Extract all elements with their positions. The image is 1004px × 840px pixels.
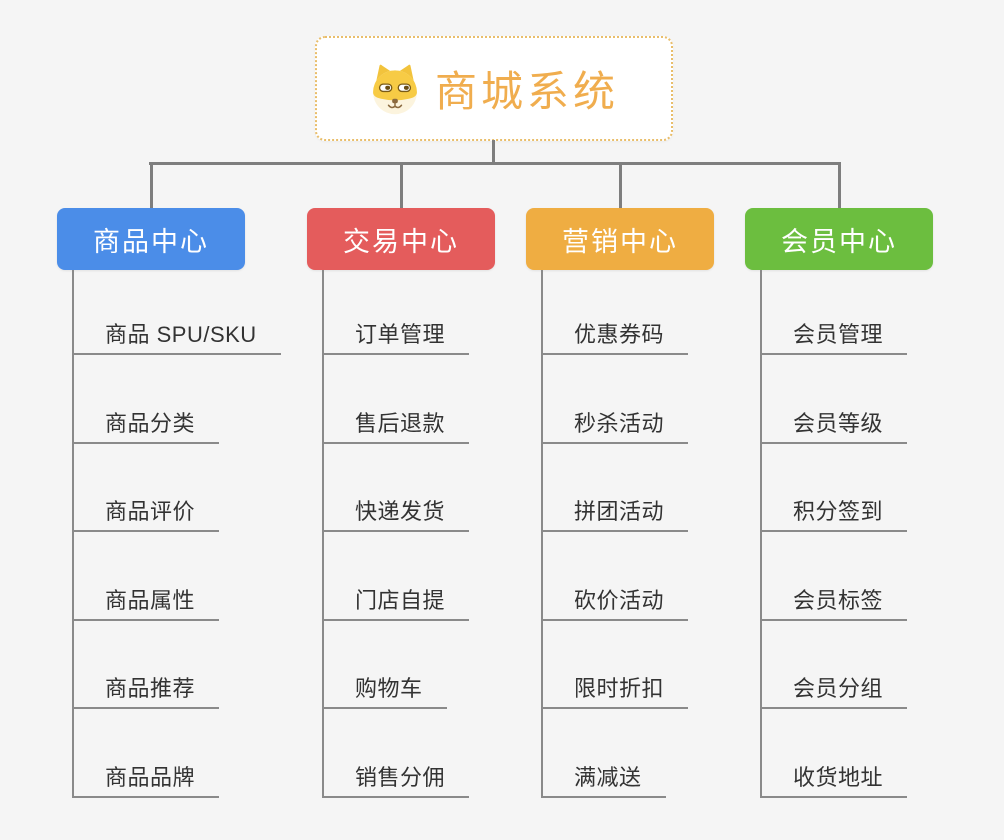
branch-header-label: 营销中心 — [562, 226, 678, 257]
branch-item[interactable]: 商品属性 — [72, 583, 220, 621]
branch-item[interactable]: 限时折扣 — [541, 671, 689, 709]
branch-item[interactable]: 订单管理 — [322, 317, 470, 355]
connector-stub-member-center — [837, 162, 841, 209]
root-title: 商城系统 — [434, 68, 619, 115]
branch-header-label: 交易中心 — [343, 226, 459, 257]
branch-item[interactable]: 商品评价 — [72, 494, 220, 532]
branch-item[interactable]: 会员等级 — [760, 406, 908, 444]
connector-stub-marketing-center — [618, 162, 622, 209]
connector-stub-trade-center — [399, 162, 403, 209]
branch-item[interactable]: 快递发货 — [322, 494, 470, 532]
branch-item[interactable]: 优惠券码 — [541, 317, 689, 355]
branch-item[interactable]: 收货地址 — [760, 760, 908, 798]
branch-item[interactable]: 商品分类 — [72, 406, 220, 444]
branch-item-label: 快递发货 — [355, 499, 446, 524]
doge-icon — [373, 64, 417, 114]
branch-item[interactable]: 销售分佣 — [322, 760, 470, 798]
branch-item-label: 商品推荐 — [105, 676, 196, 701]
branch-item-label: 门店自提 — [355, 588, 446, 613]
branch-item-label: 会员管理 — [793, 322, 884, 347]
branch-item-label: 商品分类 — [105, 411, 196, 436]
branch-item[interactable]: 砍价活动 — [541, 583, 689, 621]
branch-item-label: 商品属性 — [105, 588, 196, 613]
connector-stub-product-center — [149, 162, 153, 209]
branch-item[interactable]: 秒杀活动 — [541, 406, 689, 444]
branch-item-label: 会员分组 — [793, 676, 884, 701]
branch-member-center: 会员中心 会员管理 会员等级 积分签到 会员标签 会员分组 收货地址 — [745, 208, 933, 808]
branch-header-label: 商品中心 — [93, 226, 209, 257]
branch-item[interactable]: 积分签到 — [760, 494, 908, 532]
branch-item-label: 销售分佣 — [355, 765, 446, 790]
root-node[interactable]: 商城系统 — [315, 36, 673, 141]
branch-item[interactable]: 会员标签 — [760, 583, 908, 621]
branch-item[interactable]: 购物车 — [322, 671, 447, 709]
branch-vertical-line — [760, 270, 762, 798]
branch-item[interactable]: 满减送 — [541, 760, 666, 798]
branch-item-label: 收货地址 — [793, 765, 884, 790]
branch-header-trade-center[interactable]: 交易中心 — [307, 208, 495, 270]
branch-header-member-center[interactable]: 会员中心 — [745, 208, 933, 270]
branch-item-label: 秒杀活动 — [574, 411, 665, 436]
branch-item[interactable]: 会员管理 — [760, 317, 908, 355]
connector-horizontal-line — [149, 162, 840, 165]
branch-marketing-center: 营销中心 优惠券码 秒杀活动 拼团活动 砍价活动 限时折扣 满减送 — [526, 208, 714, 808]
branch-product-center: 商品中心 商品 SPU/SKU 商品分类 商品评价 商品属性 商品推荐 商品品牌 — [57, 208, 281, 808]
branch-item-label: 砍价活动 — [574, 588, 665, 613]
branch-item-label: 拼团活动 — [574, 499, 665, 524]
branch-item-label: 限时折扣 — [574, 676, 665, 701]
branch-item[interactable]: 售后退款 — [322, 406, 470, 444]
branch-vertical-line — [541, 270, 543, 798]
branch-item[interactable]: 商品品牌 — [72, 760, 220, 798]
branch-item-label: 订单管理 — [355, 322, 446, 347]
branch-header-label: 会员中心 — [781, 226, 897, 257]
branch-trade-center: 交易中心 订单管理 售后退款 快递发货 门店自提 购物车 销售分佣 — [307, 208, 495, 808]
branch-item-label: 售后退款 — [355, 411, 446, 436]
branch-item[interactable]: 拼团活动 — [541, 494, 689, 532]
branch-item-label: 优惠券码 — [574, 322, 665, 347]
branch-item[interactable]: 门店自提 — [322, 583, 470, 621]
branch-item-label: 会员等级 — [793, 411, 884, 436]
branch-vertical-line — [322, 270, 324, 798]
branch-item-label: 购物车 — [355, 676, 423, 701]
branch-item-label: 满减送 — [574, 765, 642, 790]
branch-item[interactable]: 会员分组 — [760, 671, 908, 709]
branch-item-label: 商品评价 — [105, 499, 196, 524]
branch-item[interactable]: 商品推荐 — [72, 671, 220, 709]
branch-item-label: 商品 SPU/SKU — [105, 322, 257, 347]
branch-header-marketing-center[interactable]: 营销中心 — [526, 208, 714, 270]
root-connector-stub — [492, 140, 495, 163]
branch-header-product-center[interactable]: 商品中心 — [57, 208, 245, 270]
branch-item[interactable]: 商品 SPU/SKU — [72, 317, 281, 355]
branch-vertical-line — [72, 270, 74, 798]
branch-item-label: 积分签到 — [793, 499, 884, 524]
branch-item-label: 会员标签 — [793, 588, 884, 613]
branch-item-label: 商品品牌 — [105, 765, 196, 790]
